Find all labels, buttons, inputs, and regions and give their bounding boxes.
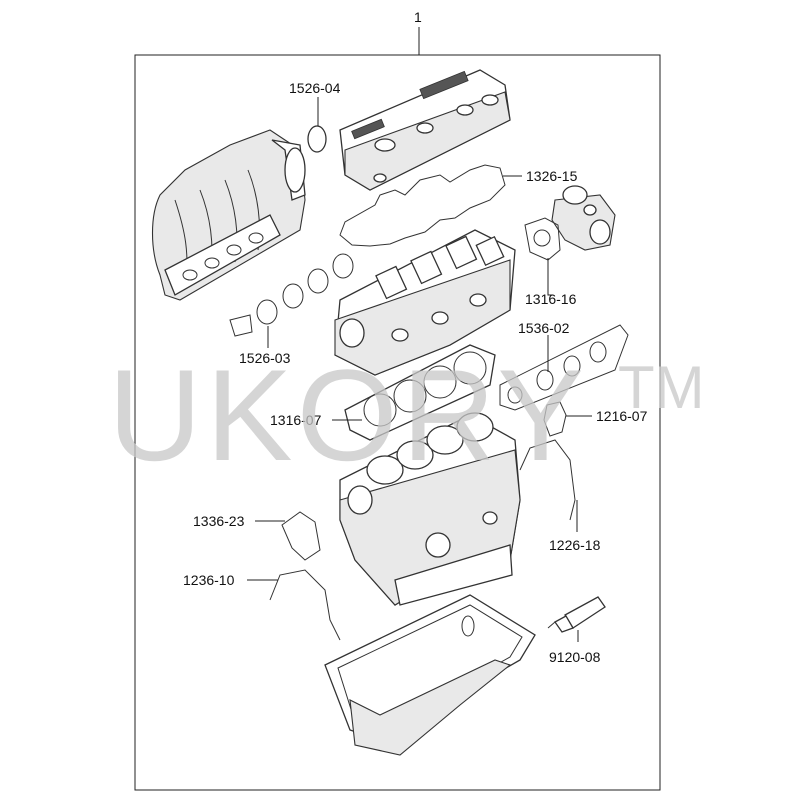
watermark-text: UKORY bbox=[108, 342, 588, 488]
valve-cover-icon bbox=[339, 69, 511, 191]
timing-cover-gasket-icon bbox=[543, 401, 567, 437]
valve-cover-gasket-icon bbox=[339, 164, 506, 247]
water-pump-gasket-icon bbox=[281, 511, 321, 561]
sealant-tube-icon bbox=[547, 596, 606, 633]
timing-cover-gasket-label: 1216-07 bbox=[596, 408, 648, 424]
watermark-trademark: TM bbox=[618, 354, 705, 421]
thermostat-housing-icon bbox=[551, 185, 616, 251]
assembly-label: 1 bbox=[414, 9, 422, 25]
valve-cover-gasket-label: 1326-15 bbox=[526, 168, 578, 184]
thermostat-gasket-hole bbox=[533, 229, 551, 247]
thermostat-gasket-icon bbox=[524, 217, 561, 261]
intake-manifold-gasket-icon bbox=[229, 253, 354, 337]
sealant-tube-label: 9120-08 bbox=[549, 649, 601, 665]
head-gasket-label: 1316-07 bbox=[270, 412, 322, 428]
head-gasket-icon bbox=[344, 344, 496, 441]
intake-manifold-icon bbox=[151, 129, 306, 301]
oil-pan-icon bbox=[324, 594, 536, 756]
rear-seal-gasket-label: 1226-18 bbox=[549, 537, 601, 553]
diagram-frame bbox=[134, 54, 661, 791]
cylinder-head-icon bbox=[334, 229, 516, 376]
thermostat-gasket-leader bbox=[547, 258, 553, 296]
intake-manifold-gasket-label: 1526-03 bbox=[239, 350, 291, 366]
front-cover-gasket-icon bbox=[269, 569, 341, 641]
front-cover-gasket-label: 1236-10 bbox=[183, 572, 235, 588]
water-pump-gasket-label: 1336-23 bbox=[193, 513, 245, 529]
exhaust-manifold-gasket-label: 1536-02 bbox=[518, 320, 570, 336]
rear-seal-gasket-icon bbox=[519, 439, 576, 521]
engine-block-icon bbox=[339, 412, 521, 606]
intake-gasket-icon bbox=[307, 125, 327, 153]
exhaust-manifold-gasket-icon bbox=[499, 324, 629, 411]
thermostat-gasket-label: 1316-16 bbox=[525, 291, 577, 307]
intake-gasket-label: 1526-04 bbox=[289, 80, 341, 96]
